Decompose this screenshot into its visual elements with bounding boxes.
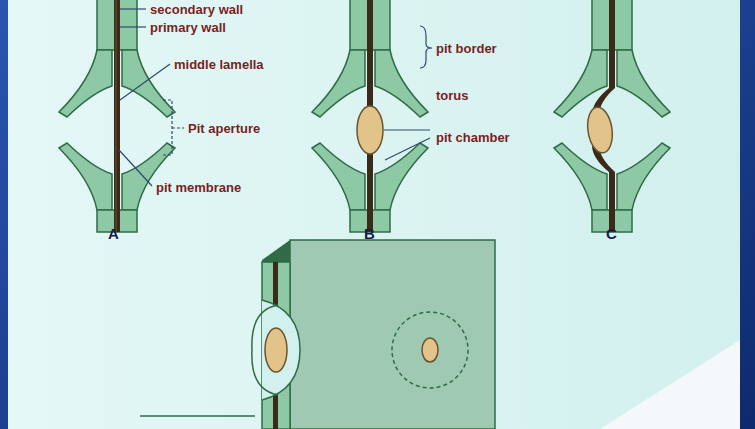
part-label: pit border <box>436 41 497 56</box>
part-label: Pit aperture <box>188 121 260 136</box>
part-label: pit membrane <box>156 180 241 195</box>
part-label: pit chamber <box>436 130 510 145</box>
figure-letter: B <box>364 226 375 241</box>
tissue-label: primary wall <box>150 20 226 35</box>
tissue-label: secondary wall <box>150 2 243 17</box>
tissue-label: middle lamella <box>174 57 264 72</box>
figure-letter: A <box>108 226 119 241</box>
figure-letter: C <box>606 226 617 241</box>
part-label: torus <box>436 88 469 103</box>
